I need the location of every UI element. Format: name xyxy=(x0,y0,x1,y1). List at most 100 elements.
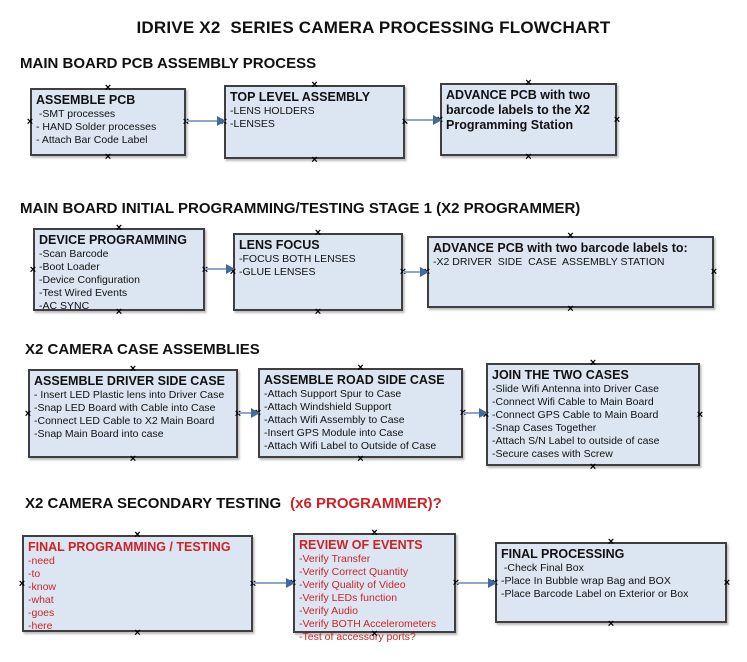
arrowhead-icon xyxy=(217,116,226,126)
connection-handle-icon: × xyxy=(371,527,378,539)
box-item: -FOCUS BOTH LENSES xyxy=(239,253,356,265)
arrowhead-icon xyxy=(286,578,295,588)
box-item: -Verify Audio xyxy=(299,605,358,617)
arrowhead-icon xyxy=(226,264,235,274)
box-item: - HAND Solder processes xyxy=(36,121,157,133)
connection-handle-icon: × xyxy=(311,79,318,91)
connection-handle-icon: × xyxy=(129,363,137,375)
connection-handle-icon: × xyxy=(607,618,615,630)
connection-handle-icon: × xyxy=(710,266,718,278)
box-item: -AC SYNC xyxy=(39,300,90,312)
box-item: -X2 DRIVER SIDE CASE ASSEMBLY STATION xyxy=(433,256,665,268)
flow-arrow xyxy=(238,408,260,418)
box-item: -Snap LED Board with Cable into Case xyxy=(34,402,216,414)
connection-handle-icon: × xyxy=(357,453,364,465)
section-header-text: MAIN BOARD PCB ASSEMBLY PROCESS xyxy=(20,55,317,72)
connection-handle-icon: × xyxy=(357,362,364,374)
flow-arrow xyxy=(463,408,488,418)
box-item: - Attach Bar Code Label xyxy=(36,134,148,146)
connection-handle-icon: × xyxy=(589,357,597,369)
arrowhead-icon xyxy=(433,115,442,125)
connection-handle-icon: × xyxy=(104,151,112,163)
box-item: -Place In Bubble wrap Bag and BOX xyxy=(501,575,671,587)
section-header-accent: (x6 PROGRAMMER)? xyxy=(290,495,442,512)
box-item: -Test Wired Events xyxy=(39,287,128,299)
box-item: -Attach Support Spur to Case xyxy=(264,388,402,400)
box-item: -Verify LEDs function xyxy=(299,592,398,604)
connection-handle-icon: × xyxy=(607,536,615,548)
flow-arrow xyxy=(403,267,429,277)
box-item: -Place Barcode Label on Exterior or Box xyxy=(501,588,689,600)
arrowhead-icon xyxy=(479,408,488,418)
box-title: ASSEMBLE PCB xyxy=(36,93,136,107)
flowchart-box: ADVANCE PCB with two barcode labels to:-… xyxy=(424,231,717,315)
connection-handle-icon: × xyxy=(233,408,243,419)
box-item: -goes xyxy=(28,607,55,619)
section-header: MAIN BOARD PCB ASSEMBLY PROCESS xyxy=(20,55,316,72)
section-header-text: MAIN BOARD INITIAL PROGRAMMING/TESTING S… xyxy=(20,200,581,217)
box-title: ASSEMBLE ROAD SIDE CASE xyxy=(264,373,445,387)
connection-handle-icon: × xyxy=(134,529,141,541)
section-header: X2 CAMERA CASE ASSEMBLIES xyxy=(25,341,260,358)
flowchart-box: DEVICE PROGRAMMING-Scan Barcode-Boot Loa… xyxy=(30,223,208,318)
connection-handle-icon: × xyxy=(567,303,574,315)
section-header-text: X2 CAMERA SECONDARY TESTING xyxy=(25,495,282,512)
box-item: -Scan Barcode xyxy=(39,248,109,260)
box-title: FINAL PROGRAMMING / TESTING xyxy=(28,540,231,554)
box-item: -Insert GPS Module into Case xyxy=(264,427,404,439)
box-item: -Connect LED Cable to X2 Main Board xyxy=(34,415,215,427)
flowchart-box: JOIN THE TWO CASES-Slide Wifi Antenna in… xyxy=(483,358,703,473)
flowchart-box: FINAL PROCESSING -Check Final Box-Place … xyxy=(492,537,730,630)
flow-arrow xyxy=(253,578,295,588)
box-title: ADVANCE PCB with two barcode labels to t… xyxy=(446,88,594,132)
connection-handle-icon: × xyxy=(567,230,574,242)
box-title: REVIEW OF EVENTS xyxy=(299,538,423,552)
box-title: ASSEMBLE DRIVER SIDE CASE xyxy=(34,374,226,388)
flowchart-box: ADVANCE PCB with two barcode labels to t… xyxy=(437,78,620,163)
connection-handle-icon: × xyxy=(314,227,322,239)
box-item: -Device Configuration xyxy=(39,274,140,286)
connection-handle-icon: × xyxy=(29,263,37,276)
box-item: -Verify Correct Quantity xyxy=(299,566,409,578)
box-title: ADVANCE PCB with two barcode labels to: xyxy=(433,241,688,255)
flowchart-box: REVIEW OF EVENTS-Verify Transfer-Verify … xyxy=(290,528,459,644)
flow-arrow xyxy=(405,115,442,125)
box-title: FINAL PROCESSING xyxy=(501,547,625,561)
box-item: -Slide Wifi Antenna into Driver Case xyxy=(492,383,659,395)
section-header-text: X2 CAMERA CASE ASSEMBLIES xyxy=(25,341,260,358)
box-item: -GLUE LENSES xyxy=(239,266,316,278)
box-item: -Connect Wifi Cable to Main Board xyxy=(492,396,654,408)
box-item: -know xyxy=(28,581,57,593)
box-item: -Attach S/N Label to outside of case xyxy=(492,435,660,447)
box-item: -Verify Quality of Video xyxy=(299,579,406,591)
flowchart-box: FINAL PROGRAMMING / TESTING-need-to-know… xyxy=(19,530,256,639)
connection-handle-icon: × xyxy=(24,407,32,420)
connection-handle-icon: × xyxy=(613,113,621,126)
connection-handle-icon: × xyxy=(311,154,318,166)
connection-handle-icon: × xyxy=(525,151,532,163)
box-title: TOP LEVEL ASSEMBLY xyxy=(230,90,371,104)
connection-handle-icon: × xyxy=(525,77,532,89)
flowchart-box: TOP LEVEL ASSEMBLY-LENS HOLDERS-LENSES × ×… xyxy=(221,80,408,166)
page-title: IDRIVE X2 SERIES CAMERA PROCESSING FLOWC… xyxy=(136,18,611,37)
box-title: LENS FOCUS xyxy=(239,238,320,252)
box-item: -Verify Transfer xyxy=(299,553,371,565)
box-item: -Snap Main Board into case xyxy=(34,428,164,440)
section-header: MAIN BOARD INITIAL PROGRAMMING/TESTING S… xyxy=(20,200,580,217)
box-item: -SMT processes xyxy=(36,108,116,120)
box-item: -need xyxy=(28,555,55,567)
box-item: -Connect GPS Cable to Main Board xyxy=(492,409,659,421)
box-item: -LENS HOLDERS xyxy=(230,105,315,117)
connection-handle-icon: × xyxy=(723,576,731,589)
connection-handle-icon: × xyxy=(104,82,112,94)
box-title: DEVICE PROGRAMMING xyxy=(39,233,187,247)
box-item: -here xyxy=(28,620,53,632)
arrowhead-icon xyxy=(488,578,497,588)
box-title: JOIN THE TWO CASES xyxy=(492,368,629,382)
box-item: -Attach Windshield Support xyxy=(264,401,392,413)
connection-handle-icon: × xyxy=(248,578,258,589)
box-item: -Test of accessory ports? xyxy=(299,631,416,643)
box-item: -LENSES xyxy=(230,118,275,130)
box-item: -Boot Loader xyxy=(39,261,100,273)
